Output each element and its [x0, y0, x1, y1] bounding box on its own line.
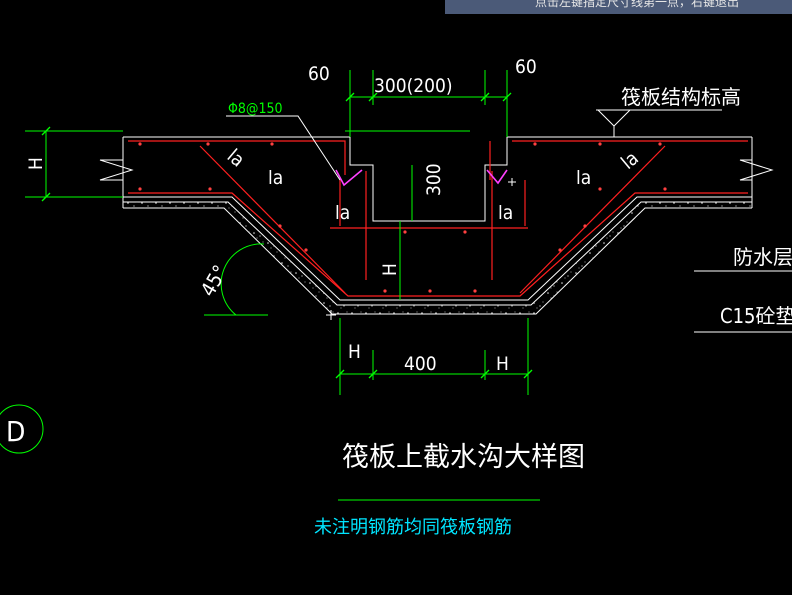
break-symbol-left: [99, 159, 134, 181]
dim-bottom-right-h: H: [496, 353, 509, 375]
break-symbol-right: [739, 159, 774, 181]
la-label-4: la: [498, 202, 513, 224]
waterproof-label: 防水层详: [733, 245, 792, 269]
la-label-2: la: [268, 167, 283, 189]
la-label-6: la: [617, 147, 643, 174]
stirrup-hooks: [335, 169, 508, 187]
section-marker-label: D: [6, 415, 25, 448]
crosshair-marks: [326, 178, 516, 320]
dim-angle: 45°: [196, 261, 233, 301]
drawing-note: 未注明钢筋均同筏板钢筋: [314, 517, 512, 538]
dim-60-left: 60: [308, 63, 330, 85]
rebar-lines: [128, 140, 748, 297]
la-label-3: la: [335, 202, 350, 224]
dim-slab-h: H: [25, 157, 47, 170]
dim-bottom-left-h: H: [348, 341, 361, 363]
dim-trench-h: H: [379, 263, 401, 276]
dim-top-width: 300(200): [374, 75, 453, 97]
command-prompt-text: 点击左键指定尺寸线第一点，右键退出: [535, 0, 740, 9]
cushion-label: C15砼垫层: [720, 304, 792, 328]
dim-depth-300: 300: [423, 163, 445, 196]
section-marker-circle: [0, 404, 44, 454]
rebar-dots: [138, 142, 667, 293]
elevation-marker: [596, 109, 722, 137]
raft-elevation-label: 筏板结构标高: [621, 85, 741, 109]
la-label-1: la: [223, 145, 249, 172]
dimension-ticks: [41, 92, 533, 379]
dim-bottom-width: 400: [404, 353, 437, 375]
dim-60-right: 60: [515, 56, 537, 78]
command-prompt-bar: 点击左键指定尺寸线第一点，右键退出: [445, 0, 792, 14]
drawing-title: 筏板上截水沟大样图: [342, 442, 585, 473]
dimension-lines: [25, 70, 540, 501]
rebar-spec-leader: [226, 115, 341, 181]
rebar-spec-label: Φ8@150: [228, 101, 283, 117]
la-label-5: la: [576, 167, 591, 189]
